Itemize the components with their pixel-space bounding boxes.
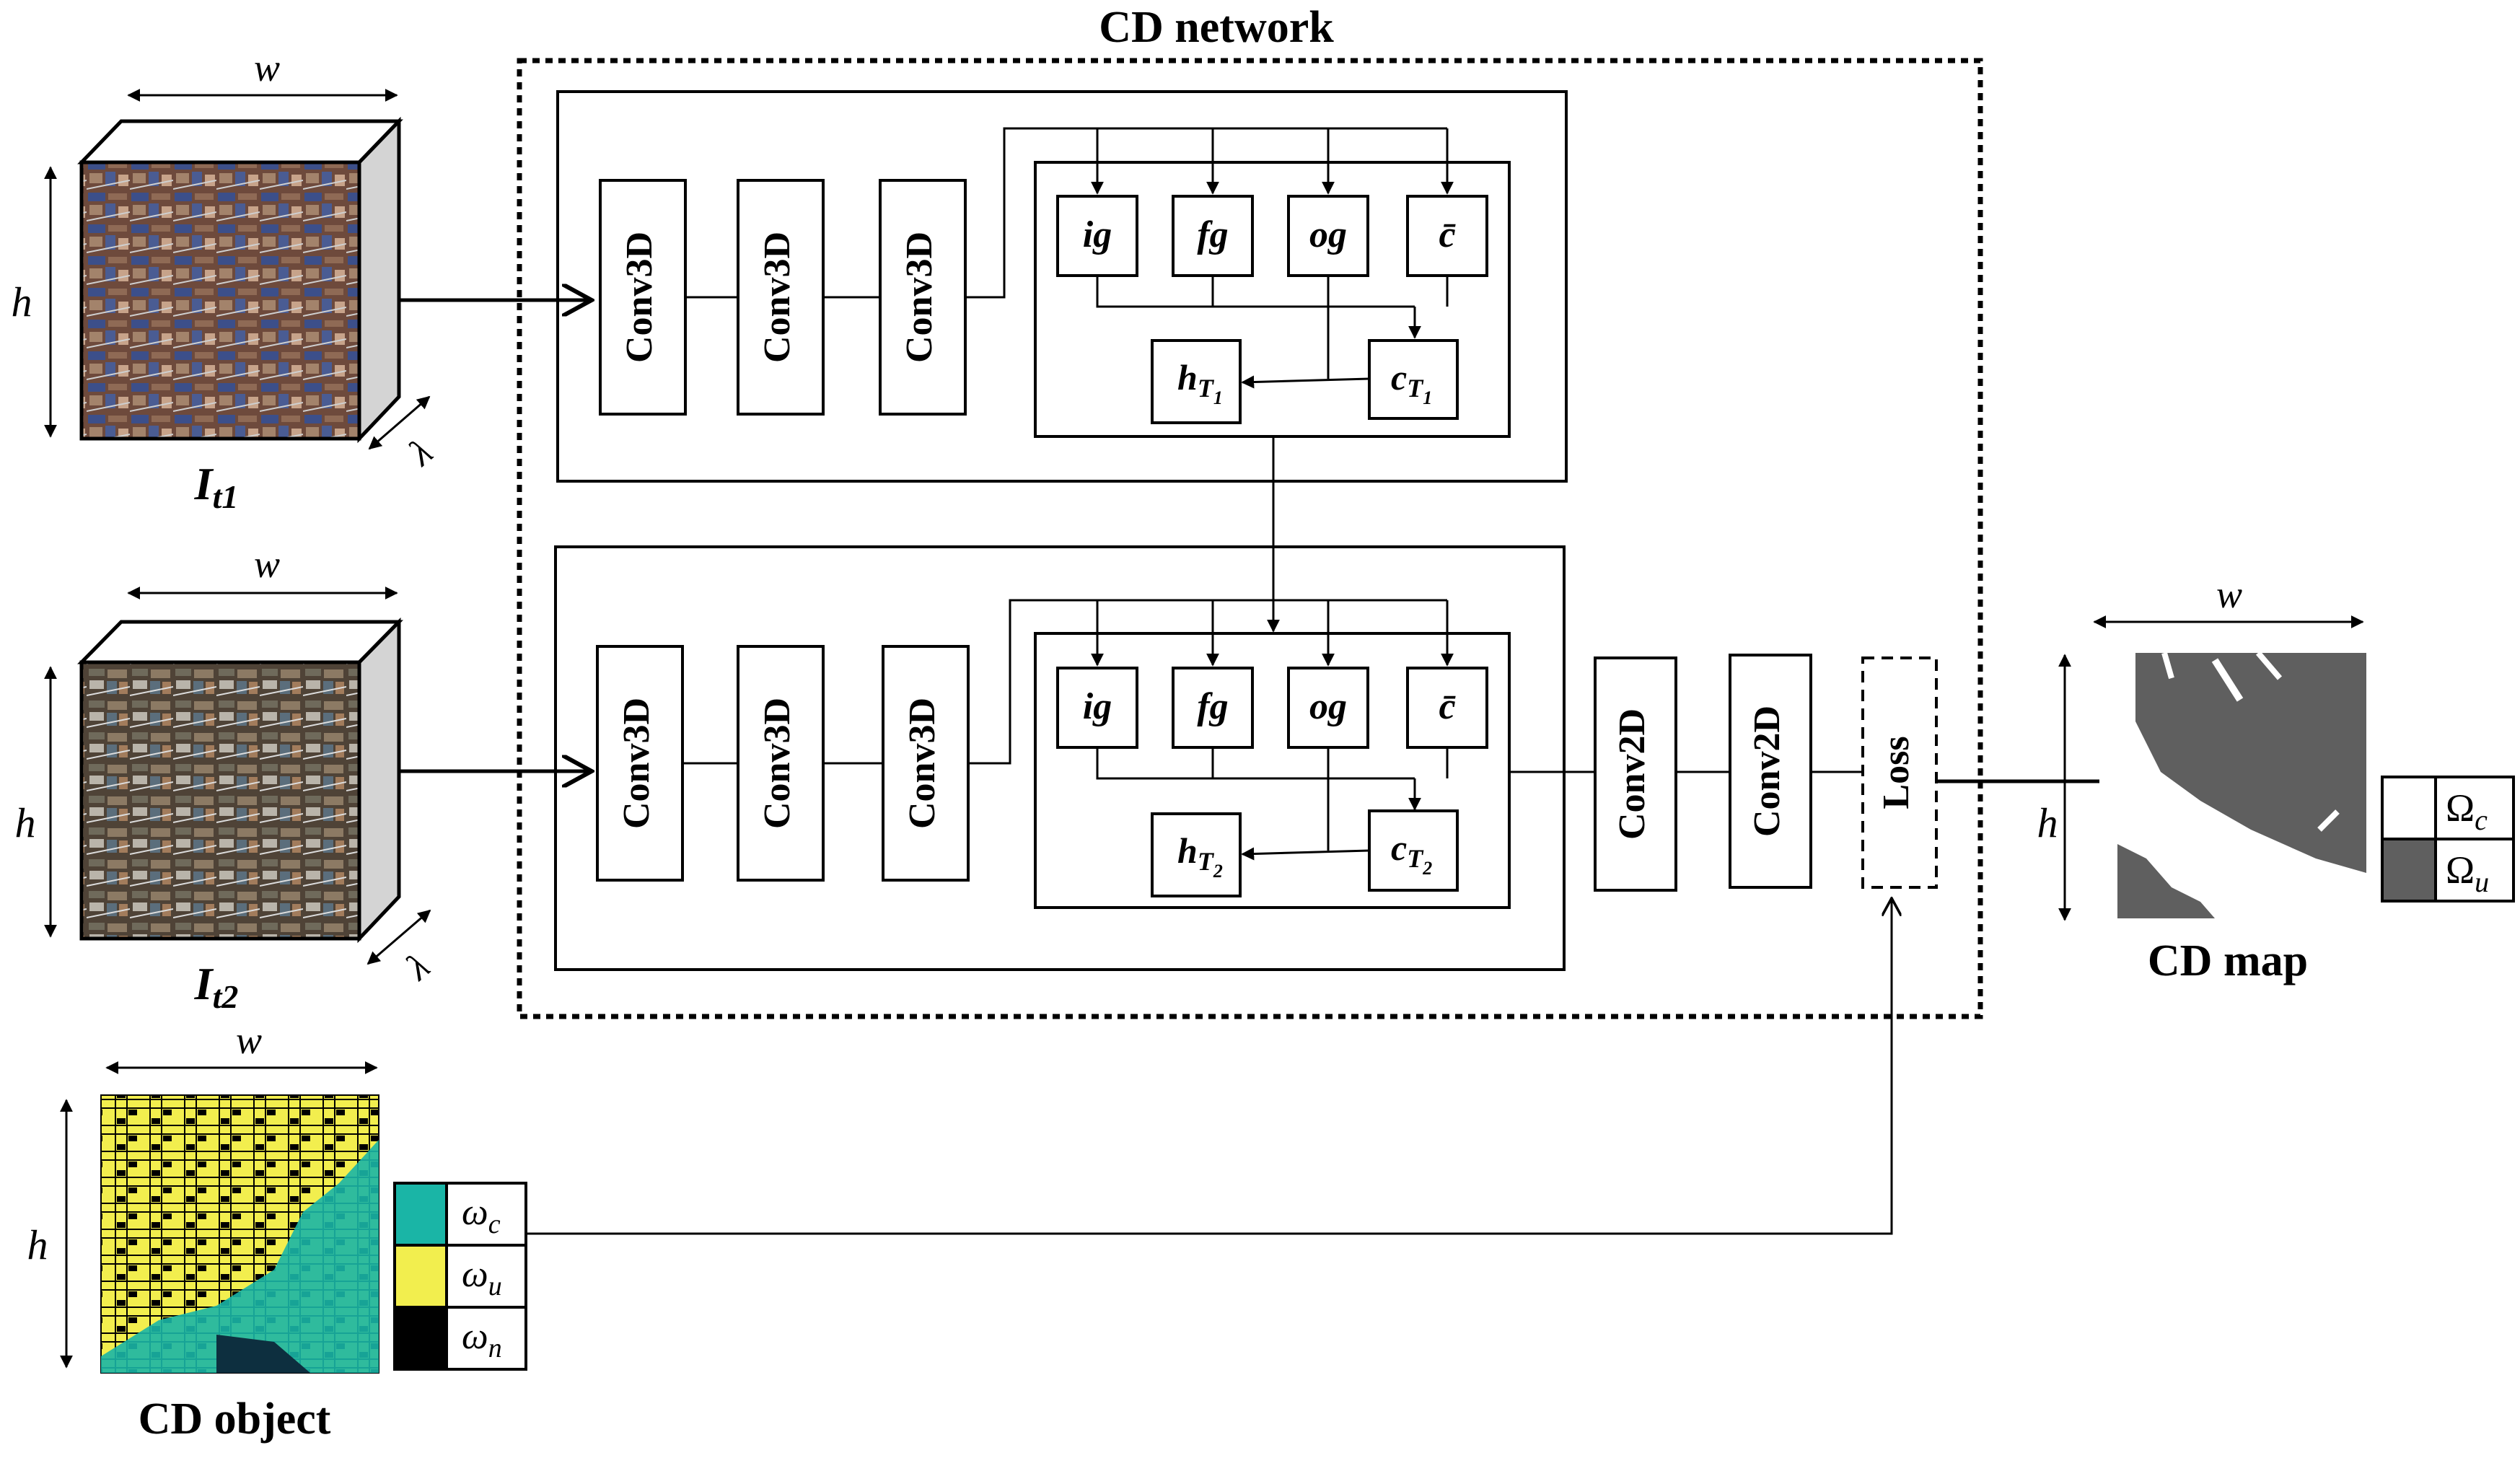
t1-gate-fg bbox=[1172, 195, 1254, 277]
input-image-t2: w h λ It2 bbox=[15, 543, 438, 1015]
t2-conv3d-3 bbox=[882, 645, 970, 882]
loss-box bbox=[1861, 656, 1938, 889]
image-t2-depth-label: λ bbox=[398, 946, 437, 988]
t1-conv3d-1 bbox=[599, 179, 687, 416]
image-t1-depth-arrow bbox=[368, 395, 431, 450]
cd-object: w h CD object ωc ωu ωn bbox=[27, 1019, 527, 1444]
t2-hidden-state-label: hT2 bbox=[1177, 830, 1223, 882]
t2-gate-ig-label: ig bbox=[1083, 686, 1112, 727]
ground-truth-arrow bbox=[526, 898, 1892, 1235]
cd-object-legend-none: ωn bbox=[462, 1316, 502, 1363]
cd-object-legend-swatch-none bbox=[393, 1306, 448, 1371]
image-t1-top bbox=[77, 119, 403, 164]
cd-map-legend-swatch-unchanged bbox=[2381, 838, 2437, 903]
t2-cell-state-label: cT2 bbox=[1391, 827, 1432, 879]
image-t2-face bbox=[79, 660, 361, 941]
t1-hidden-state bbox=[1151, 339, 1242, 424]
t2-gate-cbar-label: c̄ bbox=[1439, 686, 1456, 727]
image-t2-width-label: w bbox=[254, 543, 280, 586]
image-t1-height-label: h bbox=[12, 278, 32, 325]
image-t2-height-label: h bbox=[15, 799, 36, 846]
cd-object-legend-swatch-unchanged bbox=[393, 1244, 448, 1309]
t2-gate-og-label: og bbox=[1309, 686, 1347, 727]
t1-gate-fg-label: fg bbox=[1197, 214, 1228, 255]
t1-gate-og bbox=[1287, 195, 1369, 277]
image-t1-face bbox=[79, 160, 361, 441]
cd-object-title: CD object bbox=[139, 1395, 331, 1444]
cd-object-legend-changed: ωc bbox=[462, 1192, 501, 1239]
image-t2-title: It2 bbox=[194, 958, 239, 1015]
loss-label: Loss bbox=[1876, 736, 1917, 809]
t2-gate-fg-label: fg bbox=[1197, 686, 1228, 727]
cd-map-width-label: w bbox=[2216, 573, 2242, 616]
input-image-t1: w h λ It1 bbox=[12, 46, 441, 515]
t2-cell-state bbox=[1368, 809, 1459, 892]
cd-network-frame bbox=[517, 58, 1983, 1019]
t1-gate-og-label: og bbox=[1309, 214, 1347, 255]
t2-conv3d-2-label: Conv3D bbox=[757, 698, 798, 829]
t1-hidden-state-label: hT1 bbox=[1177, 357, 1223, 408]
image-t1-title: It1 bbox=[194, 458, 239, 515]
t2-conv3d-1 bbox=[596, 645, 684, 882]
network-title: CD network bbox=[1099, 3, 1334, 52]
t2-gate-og bbox=[1287, 667, 1369, 749]
cd-object-legend-swatch-changed bbox=[393, 1182, 448, 1247]
t1-gate-cbar-label: c̄ bbox=[1439, 214, 1456, 255]
conv2d-2 bbox=[1729, 654, 1812, 889]
t1-conv3d-2-label: Conv3D bbox=[757, 232, 798, 363]
cd-map-legend-changed: Ωc bbox=[2446, 786, 2488, 836]
t1-gate-ig bbox=[1056, 195, 1138, 277]
branch-t2: Conv3D Conv3D Conv3D ig fg og c̄ hT2 cT2 bbox=[554, 545, 1566, 971]
conv2d-1 bbox=[1594, 656, 1677, 892]
cd-map-legend-swatch-changed bbox=[2381, 776, 2437, 840]
t1-cell-state-label: cT1 bbox=[1391, 357, 1432, 408]
t1-cell-state bbox=[1368, 339, 1459, 420]
image-t2-top bbox=[77, 620, 403, 664]
t2-conv3d-3-label: Conv3D bbox=[902, 698, 943, 829]
image-t1-depth-label: λ bbox=[400, 431, 440, 474]
branch-t1-frame bbox=[556, 90, 1568, 483]
image-t2-depth-arrow bbox=[366, 909, 431, 965]
image-t1-width-label: w bbox=[254, 46, 280, 89]
t2-gate-fg bbox=[1172, 667, 1254, 749]
image-t1-side bbox=[357, 116, 401, 444]
t1-conv3d-2 bbox=[737, 179, 825, 416]
t2-conv3d-1-label: Conv3D bbox=[616, 698, 657, 829]
cd-map: w h CD map Ωc Ωu bbox=[2037, 573, 2515, 985]
t1-conv3d-3-label: Conv3D bbox=[899, 232, 940, 363]
conv2d-2-label: Conv2D bbox=[1747, 706, 1788, 837]
image-t2-side bbox=[357, 617, 401, 944]
t2-hidden-state bbox=[1151, 812, 1242, 897]
branch-t1: Conv3D Conv3D Conv3D ig fg og c̄ hT1 bbox=[556, 90, 1568, 483]
cd-object-height-label: h bbox=[27, 1221, 48, 1268]
cd-object-width-label: w bbox=[236, 1019, 262, 1062]
t1-conv3d-1-label: Conv3D bbox=[619, 232, 660, 363]
cd-map-title: CD map bbox=[2148, 936, 2308, 985]
branch-t2-frame bbox=[554, 545, 1566, 971]
t2-gate-cbar bbox=[1406, 667, 1488, 749]
t1-gate-ig-label: ig bbox=[1083, 214, 1112, 255]
conv2d-1-label: Conv2D bbox=[1612, 708, 1653, 840]
cd-object-legend-unchanged: ωu bbox=[462, 1254, 502, 1301]
cd-map-height-label: h bbox=[2037, 799, 2058, 846]
t2-lstm-frame bbox=[1034, 632, 1511, 909]
cd-map-legend-unchanged: Ωu bbox=[2446, 848, 2489, 898]
